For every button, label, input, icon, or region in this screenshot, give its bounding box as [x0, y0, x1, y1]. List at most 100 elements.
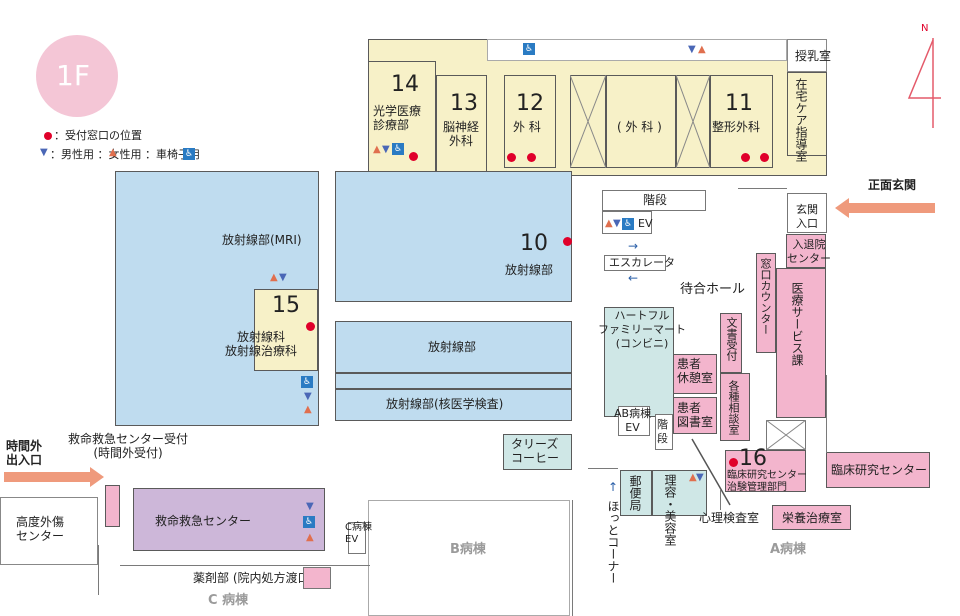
trauma-center[interactable] [0, 497, 98, 565]
room-15-number: 15 [272, 293, 300, 318]
wheelchair-icon-ev: ♿ [622, 218, 634, 230]
ev-label: EV [638, 217, 653, 230]
ab-elevator[interactable] [618, 406, 650, 436]
room-16-name: 臨床研究センター 治験管理部門 [727, 470, 807, 493]
nursing-room-name: 授乳室 [795, 49, 832, 63]
patient-lounge[interactable] [673, 354, 717, 394]
room-16[interactable] [725, 450, 806, 492]
counter-11a [741, 153, 750, 162]
clinical-research[interactable] [826, 452, 930, 488]
hotto-corner: ほっとコーナー [606, 500, 620, 584]
escalator[interactable] [604, 255, 666, 271]
compass-icon [907, 38, 941, 128]
c-ward-ev-name: C病棟 EV [345, 522, 372, 545]
room-10-number: 10 [520, 231, 548, 256]
room-13[interactable] [436, 75, 487, 176]
window-counter-name: 窓口カウンター [759, 258, 772, 335]
patient-lounge-name: 患者 休憩室 [677, 357, 714, 385]
nursing-room[interactable] [787, 39, 827, 72]
room-13-number: 13 [450, 91, 478, 116]
female-toilet-icon-15: ▲ [270, 272, 278, 283]
female-toilet-icon-ev: ▲ [605, 218, 613, 229]
female-toilet-icon-14: ▲ [373, 144, 381, 155]
home-care-room[interactable] [787, 72, 827, 156]
counter-15 [306, 322, 315, 331]
tullys-name: タリーズ コーヒー [511, 437, 560, 465]
counter-10 [563, 237, 572, 246]
c-ward-ev[interactable] [348, 522, 366, 554]
male-toilet-icon-15b: ▼ [304, 391, 312, 402]
psych-name: 心理検査室 [699, 511, 760, 525]
stairs-top[interactable] [602, 190, 706, 211]
consultation[interactable] [720, 373, 750, 441]
pharmacy-window[interactable] [303, 567, 331, 589]
male-toilet-icon-14: ▼ [382, 144, 390, 155]
window-counter[interactable] [756, 253, 776, 353]
room-16-number: 16 [739, 446, 767, 471]
counter-12b [527, 153, 536, 162]
waiting-hall: 待合ホール [680, 282, 746, 297]
radiology-room[interactable] [335, 321, 572, 373]
legend-counter: ：受付窓口の位置 [54, 129, 142, 142]
room-12-number: 12 [516, 91, 544, 116]
medical-service[interactable] [776, 268, 826, 418]
female-toilet-icon-er: ▲ [306, 532, 314, 543]
psych-pointer [691, 438, 731, 506]
after-hours-arrow [4, 467, 104, 487]
room-13-name: 脳神経 外科 [443, 120, 480, 148]
admission-center[interactable] [786, 234, 826, 268]
barber[interactable] [652, 470, 707, 516]
trauma-name: 高度外傷 センター [16, 515, 65, 543]
er-name: 救命救急センター [155, 514, 252, 528]
wall [738, 188, 787, 189]
male-toilet-icon-top: ▼ [688, 44, 696, 55]
stairs-small[interactable] [655, 414, 673, 450]
patient-library[interactable] [673, 397, 717, 434]
patient-library-name: 患者 図書室 [677, 401, 714, 429]
c-ward-label: C 病棟 [208, 593, 249, 608]
room-14[interactable] [368, 61, 436, 176]
nutrition-room[interactable] [772, 505, 851, 530]
b-ward-label: B病棟 [450, 542, 486, 557]
escalator-name: エスカレータ [609, 256, 675, 269]
admission-name: 入退院 センター [787, 238, 831, 265]
room-14-number: 14 [391, 72, 419, 97]
compass-north: N [921, 23, 929, 34]
nuclear-medicine[interactable] [335, 389, 572, 421]
room-12-name: 外 科 [513, 120, 541, 134]
post-office[interactable] [620, 470, 652, 516]
entrance-box[interactable] [787, 193, 827, 233]
consultation-name: 各種相談室 [727, 380, 740, 435]
room-14-name: 光学医療 診療部 [373, 104, 422, 132]
nutrition-name: 栄養治療室 [782, 511, 843, 525]
entrance-name: 玄関 入口 [796, 203, 818, 230]
room-11[interactable] [710, 75, 773, 168]
nuclear-name: 放射線部(核医学検査) [386, 397, 504, 411]
room-10[interactable] [335, 171, 572, 302]
wheelchair-icon: ♿ [183, 148, 195, 160]
er-reception[interactable] [105, 485, 120, 527]
document-reception[interactable] [720, 313, 742, 373]
tullys-coffee[interactable] [503, 434, 572, 470]
radiology-strip [335, 373, 572, 389]
surgery-center[interactable] [606, 75, 676, 168]
wheelchair-icon-14: ♿ [392, 143, 404, 155]
wall [120, 565, 370, 566]
er-center[interactable] [133, 488, 325, 551]
after-hours-label: 時間外 出入口 [6, 439, 43, 467]
post-office-name: 郵便局 [628, 475, 642, 511]
elevator-shaft-a [766, 420, 806, 450]
male-toilet-icon-barber: ▼ [696, 472, 704, 483]
er-reception-name: 救命救急センター受付 (時間外受付) [68, 432, 189, 460]
stairs-small-name: 階 段 [657, 418, 668, 445]
wall [588, 468, 618, 469]
wall [720, 490, 721, 510]
room-11-number: 11 [725, 91, 753, 116]
room-10-name: 放射線部 [505, 263, 554, 277]
counter-16 [729, 458, 738, 467]
document-reception-name: 文書受付 [725, 317, 738, 361]
room-12[interactable] [504, 75, 556, 168]
main-entrance-arrow [835, 198, 935, 218]
home-care-name: 在宅ケア指導室 [794, 78, 808, 162]
main-entrance-label: 正面玄関 [868, 178, 917, 192]
